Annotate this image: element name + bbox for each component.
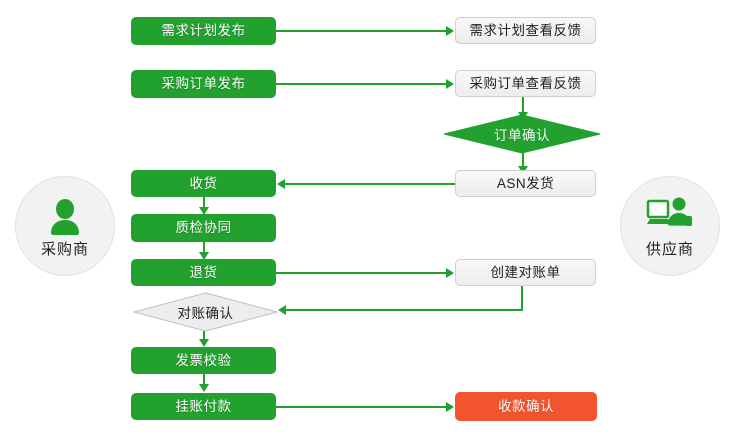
node-payable-payment[interactable]: 挂账付款 [131,393,276,420]
edge-reconcile-to-invoice-arrow [199,339,209,347]
node-quality-collab-label: 质检协同 [175,220,232,236]
edge-asn-to-receive-arrow [277,179,285,189]
node-receipt-confirm[interactable]: 收款确认 [455,392,597,421]
edge-statement-down [521,285,523,311]
edge-po-feedback-down [522,96,524,114]
edge-po-publish [276,83,446,85]
node-demand-plan-publish[interactable]: 需求计划发布 [131,17,276,45]
node-po-feedback[interactable]: 采购订单查看反馈 [455,70,596,97]
node-demand-plan-feedback-label: 需求计划查看反馈 [469,22,582,38]
node-asn-shipment[interactable]: ASN发货 [455,170,596,197]
edge-invoice-to-payable-arrow [199,384,209,392]
person-icon [39,193,91,235]
edge-statement-to-reconcile-arrow [278,305,286,315]
node-return-goods[interactable]: 退货 [131,259,276,286]
edge-payable-to-receipt [276,406,446,408]
edge-reconcile-to-invoice [203,331,205,341]
node-receipt-confirm-label: 收款确认 [498,398,554,414]
edge-demand-plan-arrow [446,26,454,36]
node-order-confirm[interactable]: 订单确认 [443,114,601,154]
edge-return-to-statement [276,272,446,274]
edge-receive-to-quality-arrow [199,207,209,215]
edge-receive-to-quality [203,196,205,210]
node-create-statement[interactable]: 创建对账单 [455,259,596,286]
actor-supplier[interactable]: 供应商 [620,176,720,276]
node-demand-plan-publish-label: 需求计划发布 [161,23,246,39]
node-reconcile-confirm-label: 对账确认 [177,306,234,321]
edge-statement-to-reconcile [286,309,523,311]
node-payable-payment-label: 挂账付款 [175,398,232,414]
node-po-feedback-label: 采购订单查看反馈 [469,75,582,91]
node-po-publish-label: 采购订单发布 [161,76,246,92]
edge-quality-to-return [203,241,205,255]
person-at-computer-icon [644,193,696,235]
node-order-confirm-label: 订单确认 [494,128,550,143]
node-reconcile-confirm[interactable]: 对账确认 [133,292,278,332]
edge-asn-to-receive [285,183,455,185]
actor-supplier-label: 供应商 [645,241,694,258]
node-quality-collab[interactable]: 质检协同 [131,214,276,242]
node-create-statement-label: 创建对账单 [490,264,561,280]
node-receive-goods-label: 收货 [189,175,218,191]
node-invoice-verify[interactable]: 发票校验 [131,347,276,374]
node-invoice-verify-label: 发票校验 [175,352,232,368]
edge-payable-to-receipt-arrow [446,402,454,412]
edge-invoice-to-payable [203,373,205,387]
edge-return-to-statement-arrow [446,268,454,278]
actor-buyer-label: 采购商 [40,241,89,258]
actor-buyer[interactable]: 采购商 [15,176,115,276]
node-receive-goods[interactable]: 收货 [131,170,276,197]
edge-po-publish-arrow [446,79,454,89]
node-demand-plan-feedback[interactable]: 需求计划查看反馈 [455,17,596,44]
node-return-goods-label: 退货 [189,264,218,280]
edge-demand-plan [276,30,446,32]
node-asn-shipment-label: ASN发货 [496,175,555,191]
edge-quality-to-return-arrow [199,252,209,260]
edge-order-confirm-down [522,152,524,170]
node-po-publish[interactable]: 采购订单发布 [131,70,276,98]
